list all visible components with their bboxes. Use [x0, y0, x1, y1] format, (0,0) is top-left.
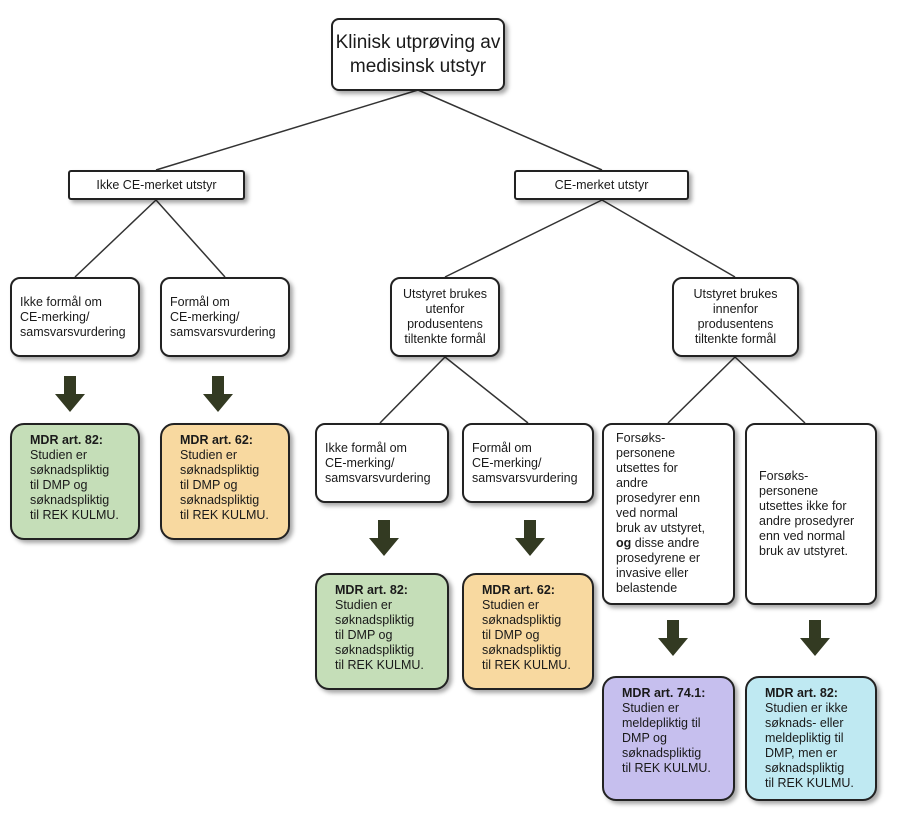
result-body: Studien er søknadspliktig til DMP og søk…: [30, 448, 119, 522]
inside-other-procedures: Forsøks- personene utsettes for andre pr…: [602, 423, 735, 605]
ce-inside-intended: Utstyret brukes innenfor produsentens ti…: [672, 277, 799, 357]
result-box-2: MDR art. 62: Studien er søknadspliktig t…: [160, 423, 290, 540]
inside-other-text-a: Forsøks- personene utsettes for andre pr…: [616, 431, 705, 535]
branch-ce: CE-merket utstyr: [514, 170, 689, 200]
result-box-5: MDR art. 74.1: Studien er meldepliktig t…: [602, 676, 735, 801]
down-arrow-icon: [369, 520, 399, 556]
down-arrow-icon: [55, 376, 85, 412]
down-arrow-icon: [203, 376, 233, 412]
inside-other-text-bold: og: [616, 536, 632, 550]
result-body: Studien er søknadspliktig til DMP og søk…: [180, 448, 269, 522]
result-body: Studien er søknadspliktig til DMP og søk…: [482, 598, 571, 672]
down-arrow-icon: [515, 520, 545, 556]
result-box-6: MDR art. 82: Studien er ikke søknads- el…: [745, 676, 877, 801]
outside-no-purpose: Ikke formål om CE-merking/ samsvarsvurde…: [315, 423, 449, 503]
result-title: MDR art. 82:: [30, 433, 103, 447]
ce-outside-intended: Utstyret brukes utenfor produsentens til…: [390, 277, 500, 357]
branch-not-ce: Ikke CE-merket utstyr: [68, 170, 245, 200]
result-box-3: MDR art. 82: Studien er søknadspliktig t…: [315, 573, 449, 690]
not-ce-purpose: Formål om CE-merking/ samsvarsvurdering: [160, 277, 290, 357]
outside-purpose: Formål om CE-merking/ samsvarsvurdering: [462, 423, 594, 503]
result-body: Studien er meldepliktig til DMP og søkna…: [622, 701, 711, 775]
result-title: MDR art. 62:: [180, 433, 253, 447]
result-box-1: MDR art. 82: Studien er søknadspliktig t…: [10, 423, 140, 540]
result-title: MDR art. 74.1:: [622, 686, 706, 700]
inside-other-text-b: disse andre prosedyrene er invasive elle…: [616, 536, 701, 595]
down-arrow-icon: [658, 620, 688, 656]
result-title: MDR art. 62:: [482, 583, 555, 597]
not-ce-no-purpose: Ikke formål om CE-merking/ samsvarsvurde…: [10, 277, 140, 357]
result-body: Studien er søknadspliktig til DMP og søk…: [335, 598, 424, 672]
inside-no-other-procedures: Forsøks- personene utsettes ikke for and…: [745, 423, 877, 605]
result-body: Studien er ikke søknads- eller meldeplik…: [765, 701, 854, 790]
result-title: MDR art. 82:: [765, 686, 838, 700]
result-box-4: MDR art. 62: Studien er søknadspliktig t…: [462, 573, 594, 690]
result-title: MDR art. 82:: [335, 583, 408, 597]
root-node: Klinisk utprøving av medisinsk utstyr: [331, 18, 505, 91]
down-arrow-icon: [800, 620, 830, 656]
